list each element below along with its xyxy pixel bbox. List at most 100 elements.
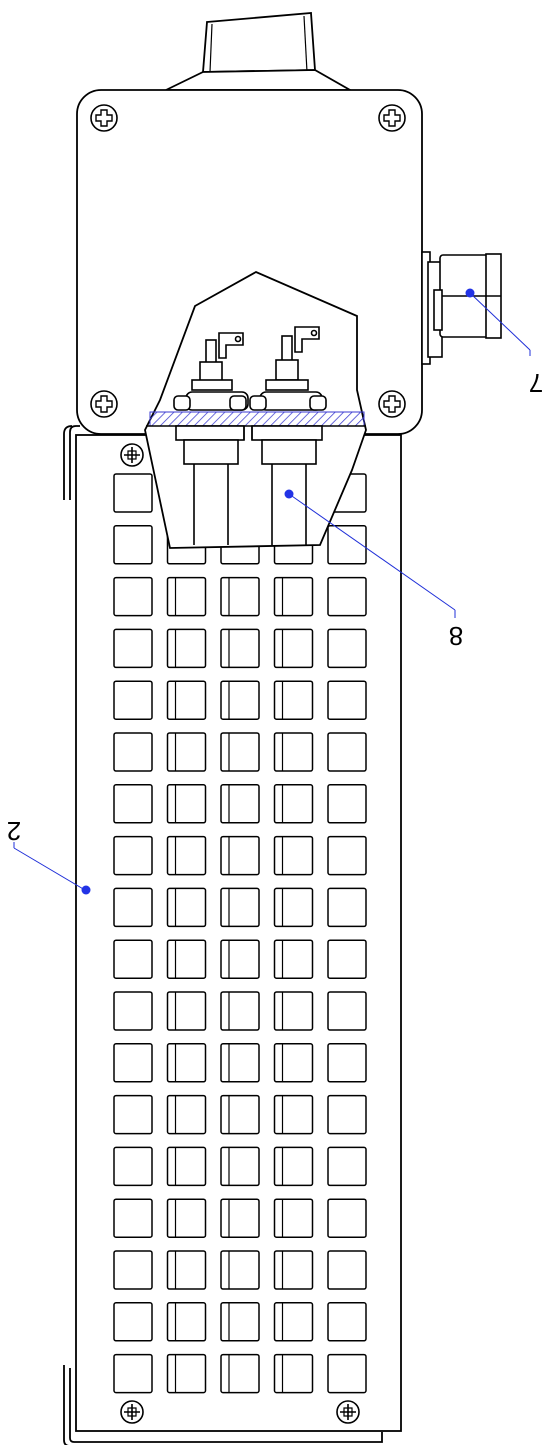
grille-opening [327,1043,367,1083]
grille-opening [327,939,367,979]
grille-opening [113,939,153,979]
junction-box-screws [90,104,406,418]
grille-opening [220,680,260,720]
grille-opening [166,1043,207,1083]
grille-opening [273,835,314,876]
grille-opening [166,887,207,928]
grille-opening [113,628,153,669]
grille-opening [273,1250,314,1290]
grille-opening [327,732,367,772]
grille-opening [166,1302,207,1342]
grille-opening [166,680,207,720]
grille-opening [327,680,367,720]
grille-opening [327,1198,367,1238]
grille-opening [113,1198,153,1238]
screw-icon [90,104,118,132]
grille-opening [166,939,207,979]
grille-screw-top-left [120,443,144,467]
grille-opening [220,991,260,1031]
grille-opening [166,1250,207,1290]
grille-opening [220,1094,260,1135]
screw-icon [90,390,118,418]
grille-opening [273,1146,314,1187]
grille-opening [327,628,367,669]
top-handle [165,12,354,91]
grille-opening [113,991,153,1031]
grille-opening [166,1353,207,1394]
grille-opening [273,887,314,928]
callout-2-label: 2 [7,816,21,846]
cutaway-section [144,270,367,549]
grille-opening [327,835,367,876]
terminal-right [249,326,327,545]
grille-opening [327,1353,367,1394]
grille-opening [273,680,314,720]
grille-opening [220,1353,260,1394]
grille-opening [166,576,207,617]
grille-opening [220,939,260,979]
terminal-left [173,332,249,545]
grille-opening [113,887,153,928]
grille-opening [113,525,153,565]
grille-opening [166,784,207,824]
grille-opening [220,887,260,928]
grille-opening [113,473,153,513]
grille-opening [220,784,260,824]
grille-opening [220,732,260,772]
grille-opening [273,1043,314,1083]
callout-7: 7 [465,288,543,398]
grille-opening [166,1094,207,1135]
grille-opening [113,1043,153,1083]
grille-opening [113,576,153,617]
grille-opening [113,1353,153,1394]
side-connector [421,251,502,365]
grille-opening [166,835,207,876]
grille-opening [220,1302,260,1342]
callout-8-label: 8 [449,621,463,651]
grille-opening [220,576,260,617]
grille-opening [327,1302,367,1342]
callout-7-label: 7 [529,368,543,398]
grille-opening [113,732,153,772]
grille-opening [327,525,367,565]
grille-opening [273,1353,314,1394]
grille-opening [273,576,314,617]
grille-opening [273,1302,314,1342]
grille-opening [273,1094,314,1135]
grille-opening [220,1146,260,1187]
grille-opening [327,576,367,617]
grille-opening [113,1094,153,1135]
grille-opening [166,991,207,1031]
grille-opening [113,680,153,720]
grille-opening [273,784,314,824]
grille-opening [166,732,207,772]
grille-opening [327,1250,367,1290]
grille-opening [113,1146,153,1187]
grille-opening [166,1198,207,1238]
grille-opening [273,732,314,772]
grille-opening [273,991,314,1031]
grille-screw-bottom-left [120,1400,144,1424]
grille-opening [220,628,260,669]
grille-opening [327,887,367,928]
grille-opening [327,1094,367,1135]
screw-icon [378,104,406,132]
grille-opening [220,1043,260,1083]
grille-opening [273,628,314,669]
grille-opening [113,835,153,876]
grille-opening [273,1198,314,1238]
grille-opening [327,1146,367,1187]
grille-opening [220,1250,260,1290]
grille-opening [113,1250,153,1290]
grille-opening [220,1198,260,1238]
callout-8: 8 [284,489,463,651]
grille-opening [166,1146,207,1187]
grille-screw-bottom-right [336,1400,360,1424]
callout-2: 2 [7,816,91,895]
grille-opening [327,784,367,824]
grille-opening [273,939,314,979]
grille-opening [327,991,367,1031]
grille-opening [113,784,153,824]
